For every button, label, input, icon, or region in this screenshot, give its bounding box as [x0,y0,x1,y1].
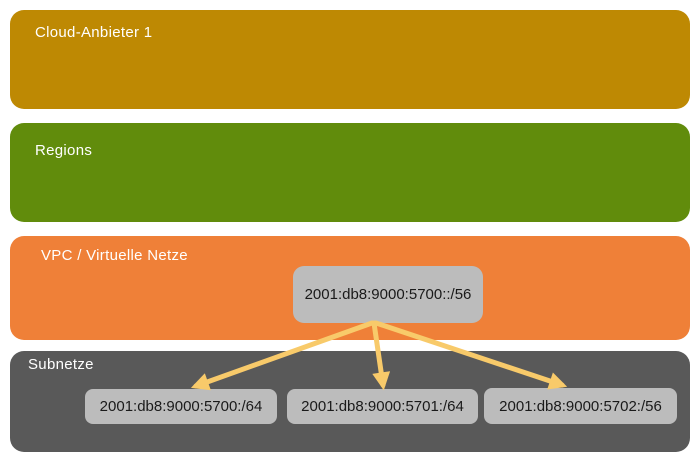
layer-regions: Regions [10,123,690,222]
layer-vpc-label: VPC / Virtuelle Netze [41,247,188,264]
subnet-prefix-box-1: 2001:db8:9000:5700:/64 [85,389,277,424]
layer-cloud-provider: Cloud-Anbieter 1 [10,10,690,109]
subnet-prefix-box-3: 2001:db8:9000:5702:/56 [484,388,677,424]
subnet-prefix-text-1: 2001:db8:9000:5700:/64 [99,398,263,415]
layer-subnets-label: Subnetze [28,356,94,373]
vpc-prefix-text: 2001:db8:9000:5700::/56 [304,286,472,303]
subnet-prefix-text-3: 2001:db8:9000:5702:/56 [499,397,662,415]
subnet-prefix-text-2: 2001:db8:9000:5701:/64 [301,398,464,415]
layer-regions-label: Regions [35,142,93,159]
layer-cloud-provider-label: Cloud-Anbieter 1 [35,24,153,41]
subnet-prefix-box-2: 2001:db8:9000:5701:/64 [287,389,478,424]
vpc-prefix-box: 2001:db8:9000:5700::/56 [293,266,483,323]
